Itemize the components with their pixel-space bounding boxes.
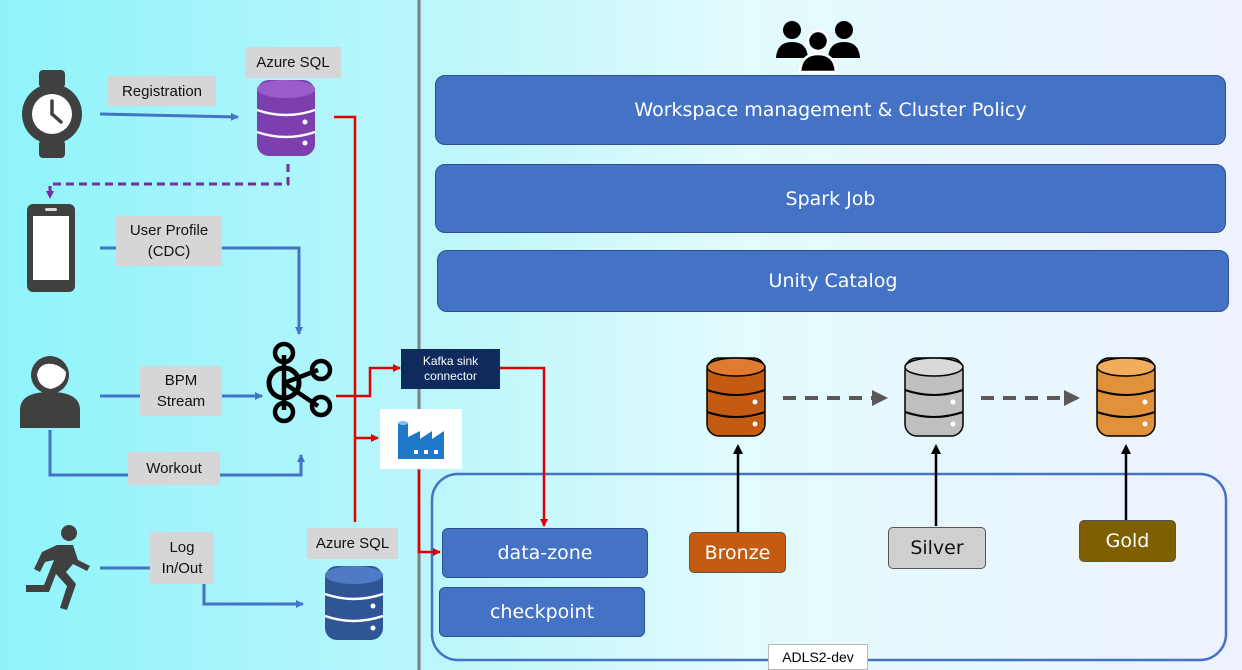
azure-sql-top-label: Azure SQL	[245, 47, 341, 78]
gold-label: Gold	[1079, 520, 1176, 562]
factory-to-datazone-arrow	[417, 470, 441, 556]
checkpoint-box: checkpoint	[439, 587, 645, 637]
azure-sql-bottom-label: Azure SQL	[307, 528, 398, 559]
sql-to-factory-line	[334, 115, 357, 522]
database-icon	[324, 566, 384, 640]
database-icon	[1096, 357, 1156, 437]
spark-job-band: Spark Job	[435, 164, 1226, 233]
data-factory-icon	[380, 409, 462, 469]
silver-label: Silver	[888, 527, 986, 569]
user-icon	[20, 356, 80, 428]
registration-flow-arrow	[99, 112, 239, 121]
workspace-management-band: Workspace management & Cluster Policy	[435, 75, 1226, 145]
kafka-sink-connector-label: Kafka sink connector	[401, 349, 500, 389]
runner-icon	[26, 525, 90, 610]
bpm-stream-label: BPM Stream	[140, 366, 222, 416]
database-icon	[256, 80, 316, 156]
kafka-icon	[266, 341, 333, 424]
watch-icon	[22, 70, 82, 158]
cdc-flow-arrow	[46, 164, 290, 199]
unity-catalog-band: Unity Catalog	[437, 250, 1229, 312]
adls2-dev-label: ADLS2-dev	[768, 644, 868, 670]
user-profile-label: User Profile (CDC)	[116, 216, 222, 266]
kafka-to-sink-arrow	[336, 364, 401, 398]
workout-label: Workout	[128, 452, 220, 485]
database-icon	[904, 357, 964, 437]
database-icon	[706, 357, 766, 437]
phone-icon	[27, 204, 75, 292]
team-icon	[776, 21, 860, 74]
registration-label: Registration	[108, 76, 216, 106]
bronze-label: Bronze	[689, 532, 786, 573]
data-zone-box: data-zone	[442, 528, 648, 578]
log-in-out-label: Log In/Out	[150, 532, 214, 584]
sink-to-datazone-arrow	[500, 366, 548, 527]
